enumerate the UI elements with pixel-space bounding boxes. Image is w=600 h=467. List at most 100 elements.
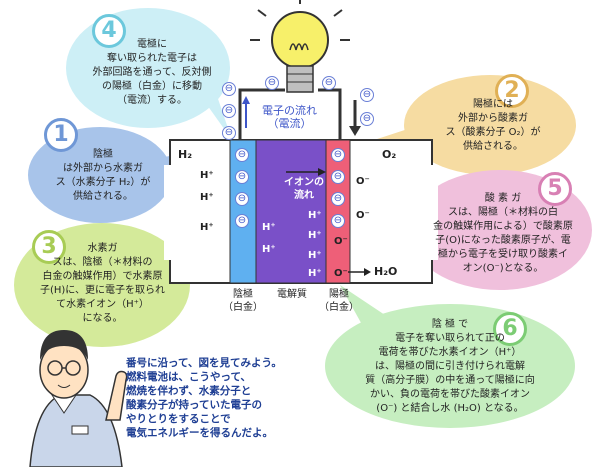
step-6-line: 質（高分子膜）の中を通って陽極に向 bbox=[365, 375, 535, 386]
step-3-text: 水素ガ スは、陰極（＊材料の 白金の触媒作用）で水素原 子(H)に、更に電子を取… bbox=[20, 242, 185, 326]
step-6-line: かい、負の電荷を帯びた酸素イオン bbox=[370, 389, 530, 400]
narration-line: 電気エネルギーを得るんだよ。 bbox=[126, 427, 273, 439]
electron-icon: ⊖ bbox=[235, 170, 249, 184]
step-number-2: 2 bbox=[495, 74, 529, 108]
step-4-line: 電極に bbox=[137, 39, 167, 50]
narration-line: 番号に沿って、図を見てみよう。 bbox=[126, 357, 282, 369]
step-1-line: 供給される。 bbox=[73, 191, 133, 202]
water-arrowhead bbox=[364, 268, 371, 276]
step-number-5: 5 bbox=[538, 172, 572, 206]
cathode-label-line: 陽極 bbox=[329, 289, 349, 300]
electron-flow-label: 電子の流れ （電流） bbox=[262, 104, 317, 130]
anode-label: 陰極 （白金） bbox=[218, 288, 268, 314]
electron-icon: ⊖ bbox=[222, 126, 236, 140]
h-plus-electrolyte: H⁺ bbox=[262, 244, 276, 255]
electron-icon: ⊖ bbox=[222, 82, 236, 96]
step-5-line: 酸 素 ガ bbox=[484, 193, 522, 204]
narration-line: やりとりをすることで bbox=[126, 413, 231, 425]
step-3-line: 白金の触媒作用）で水素原 bbox=[42, 271, 163, 282]
step-number-6: 6 bbox=[493, 312, 527, 346]
step-6-line: (O⁻) と結合し水 (H₂O) となる。 bbox=[376, 403, 524, 414]
o-minus-cathode: O⁻ bbox=[334, 268, 348, 279]
bulb-base bbox=[286, 65, 314, 93]
oxygen-inlet bbox=[424, 165, 438, 260]
step-2-line: 供給される。 bbox=[463, 141, 523, 152]
h-plus-electrolyte: H⁺ bbox=[308, 210, 322, 221]
step-4-text: 電極に 奪い取られた電子は 外部回路を通って、反対側 の陽極（白金）に移動 （電… bbox=[72, 38, 232, 108]
step-5-line: オン(O⁻)となる。 bbox=[462, 263, 544, 274]
cathode-electrode bbox=[325, 139, 351, 284]
electron-icon: ⊖ bbox=[331, 192, 345, 206]
ion-flow-label: イオンの 流れ bbox=[284, 176, 324, 202]
bulb-glass bbox=[271, 11, 329, 69]
step-5-line: 金の触媒作用による）で酸素原 bbox=[433, 221, 573, 232]
electron-icon: ⊖ bbox=[331, 170, 345, 184]
step-1-line: は外部から水素ガ bbox=[63, 163, 143, 174]
step-4-line: 外部回路を通って、反対側 bbox=[92, 67, 212, 78]
step-1-line: 陰極 bbox=[93, 149, 113, 160]
h-plus-electrolyte: H⁺ bbox=[262, 222, 276, 233]
step-5-line: スは、陽極（＊材料の白 bbox=[448, 207, 558, 218]
ion-flow-arrowhead bbox=[318, 168, 326, 176]
o-minus-cathode: O⁻ bbox=[356, 176, 370, 187]
step-3-line: 水素ガ bbox=[87, 243, 118, 254]
step-3-line: 子(H)に、更に電子を取られ bbox=[39, 285, 166, 296]
electron-icon: ⊖ bbox=[360, 112, 374, 126]
hydrogen-inlet bbox=[164, 165, 178, 260]
external-wire-right bbox=[318, 88, 342, 140]
anode-label-line: （白金） bbox=[223, 302, 263, 313]
step-6-line: 電子を奪い取られて正の bbox=[395, 333, 505, 344]
external-wire bbox=[238, 88, 285, 140]
electron-icon: ⊖ bbox=[222, 104, 236, 118]
h-plus-electrolyte: H⁺ bbox=[308, 268, 322, 279]
cathode-label-line: （白金） bbox=[319, 302, 359, 313]
step-5-text: 酸 素 ガ スは、陽極（＊材料の白 金の触媒作用による）で酸素原 子(O)になっ… bbox=[418, 192, 588, 276]
electron-icon: ⊖ bbox=[331, 214, 345, 228]
step-2-line: 外部から酸素ガ bbox=[458, 113, 528, 124]
electron-icon: ⊖ bbox=[360, 88, 374, 102]
step-number-3: 3 bbox=[32, 230, 66, 264]
narration-line: 燃焼を伴わず、水素分子と bbox=[126, 385, 252, 397]
narration-line: 燃料電池は、こうやって、 bbox=[126, 371, 251, 383]
o-minus-cathode: O⁻ bbox=[356, 210, 370, 221]
ion-flow-line-1: イオンの bbox=[284, 177, 324, 188]
step-number-1: 1 bbox=[44, 118, 78, 152]
step-5-line: 極から電子を受け取り酸素イ bbox=[438, 249, 568, 260]
h-plus-anode: H⁺ bbox=[200, 222, 214, 233]
step-5-line: 子(O)になった酸素原子が、電 bbox=[435, 235, 571, 246]
step-3-line: になる。 bbox=[82, 313, 123, 324]
cathode-label: 陽極 （白金） bbox=[314, 288, 364, 314]
step-2-line: ス（酸素分子 O₂）が bbox=[445, 127, 541, 138]
step-6-line: 電荷を帯びた水素イオン（H⁺） bbox=[378, 347, 522, 358]
step-4-line: の陽極（白金）に移動 bbox=[102, 81, 202, 92]
step-number-4: 4 bbox=[92, 14, 126, 48]
step-2-text: 陽極には 外部から酸素ガ ス（酸素分子 O₂）が 供給される。 bbox=[418, 98, 568, 154]
electron-flow-arrowhead-up bbox=[242, 96, 250, 104]
h-plus-anode: H⁺ bbox=[200, 192, 214, 203]
step-1-text: 陰極 は外部から水素ガ ス（水素分子 H₂）が 供給される。 bbox=[38, 148, 168, 204]
electron-flow-line-2: （電流） bbox=[267, 117, 312, 130]
oxygen-gas-label: O₂ bbox=[382, 148, 397, 161]
h-plus-anode: H⁺ bbox=[200, 170, 214, 181]
step-2-line: 陽極には bbox=[473, 99, 513, 110]
step-4-line: 奪い取られた電子は bbox=[107, 53, 197, 64]
step-1-line: ス（水素分子 H₂）が bbox=[55, 177, 151, 188]
electrolyte-label: 電解質 bbox=[277, 289, 307, 300]
ion-flow-line-2: 流れ bbox=[294, 190, 314, 201]
step-3-line: て水素イオン（H⁺） bbox=[56, 299, 149, 310]
hydrogen-gas-label: H₂ bbox=[178, 148, 193, 161]
narration-text: 番号に沿って、図を見てみよう。 燃料電池は、こうやって、 燃焼を伴わず、水素分子… bbox=[126, 356, 366, 440]
h-plus-electrolyte: H⁺ bbox=[308, 230, 322, 241]
teacher-illustration bbox=[29, 330, 128, 467]
step-6-line: 陰 極 で bbox=[431, 319, 469, 330]
electron-icon: ⊖ bbox=[322, 76, 336, 90]
electron-flow-arrowhead-down bbox=[349, 126, 361, 136]
step-3-line: スは、陰極（＊材料の bbox=[52, 257, 153, 268]
anode-label-line: 陰極 bbox=[233, 289, 253, 300]
electron-icon: ⊖ bbox=[265, 76, 279, 90]
step-6-text: 陰 極 で 電子を奪い取られて正の 電荷を帯びた水素イオン（H⁺） は、陽極の間… bbox=[340, 318, 560, 416]
electrolyte-membrane bbox=[255, 139, 327, 284]
step-4-line: （電流）する。 bbox=[117, 95, 187, 106]
step-6-line: は、陽極の間に引き付けられ電解 bbox=[375, 361, 525, 372]
